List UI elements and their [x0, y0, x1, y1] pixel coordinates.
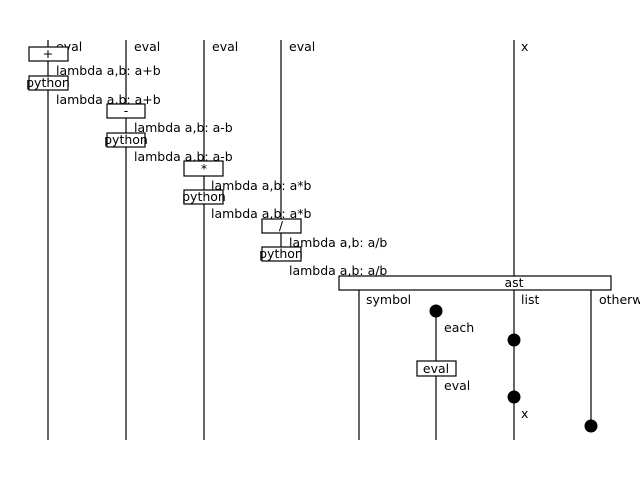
- wire-label-eval-2: eval: [134, 39, 160, 54]
- edge-label-python-4-out: lambda a,b: a/b: [289, 263, 387, 278]
- node-dot-otherwise: [584, 419, 598, 433]
- node-dot-each: [429, 304, 443, 318]
- box-python-4: [261, 246, 302, 262]
- box-label-minus: -: [124, 103, 129, 118]
- box-python-1: [28, 75, 69, 91]
- edge-label-divide-out: lambda a,b: a/b: [289, 235, 387, 250]
- box-python-3: [183, 189, 224, 205]
- wire-label-eval-3: eval: [212, 39, 238, 54]
- edge-label-plus-out: lambda a,b: a+b: [56, 63, 161, 78]
- box-divide: [261, 218, 302, 234]
- edge-label-python-3-out: lambda a,b: a*b: [211, 206, 311, 221]
- box-label-python-4: python: [259, 246, 303, 261]
- box-label-eval: eval: [423, 361, 449, 376]
- edge-label-python-2-out: lambda a,b: a-b: [134, 149, 233, 164]
- box-eval: [416, 360, 457, 377]
- box-ast: [338, 275, 612, 291]
- wire-label-x: x: [521, 39, 528, 54]
- box-label-divide: /: [279, 218, 284, 233]
- wire-label-eval-4: eval: [289, 39, 315, 54]
- edge-label-otherwise: otherwise: [599, 292, 640, 307]
- box-label-python-3: python: [182, 189, 226, 204]
- box-python-2: [106, 132, 146, 148]
- edge-label-symbol: symbol: [366, 292, 411, 307]
- edge-label-eval-out: eval: [444, 378, 470, 393]
- box-label-times: *: [201, 161, 207, 176]
- box-minus: [106, 103, 146, 119]
- edge-label-python-1-out: lambda a,b: a+b: [56, 92, 161, 107]
- box-label-plus: +: [43, 46, 53, 61]
- box-plus: [28, 46, 69, 62]
- edge-label-times-out: lambda a,b: a*b: [211, 178, 311, 193]
- edge-label-list: list: [521, 292, 539, 307]
- edge-label-x-out: x: [521, 406, 528, 421]
- box-label-python-1: python: [26, 75, 70, 90]
- node-dot-x: [507, 390, 521, 404]
- box-label-python-2: python: [104, 132, 148, 147]
- box-times: [183, 160, 224, 177]
- edge-label-minus-out: lambda a,b: a-b: [134, 120, 233, 135]
- edge-label-each: each: [444, 320, 474, 335]
- node-dot-list: [507, 333, 521, 347]
- box-label-ast: ast: [504, 275, 523, 290]
